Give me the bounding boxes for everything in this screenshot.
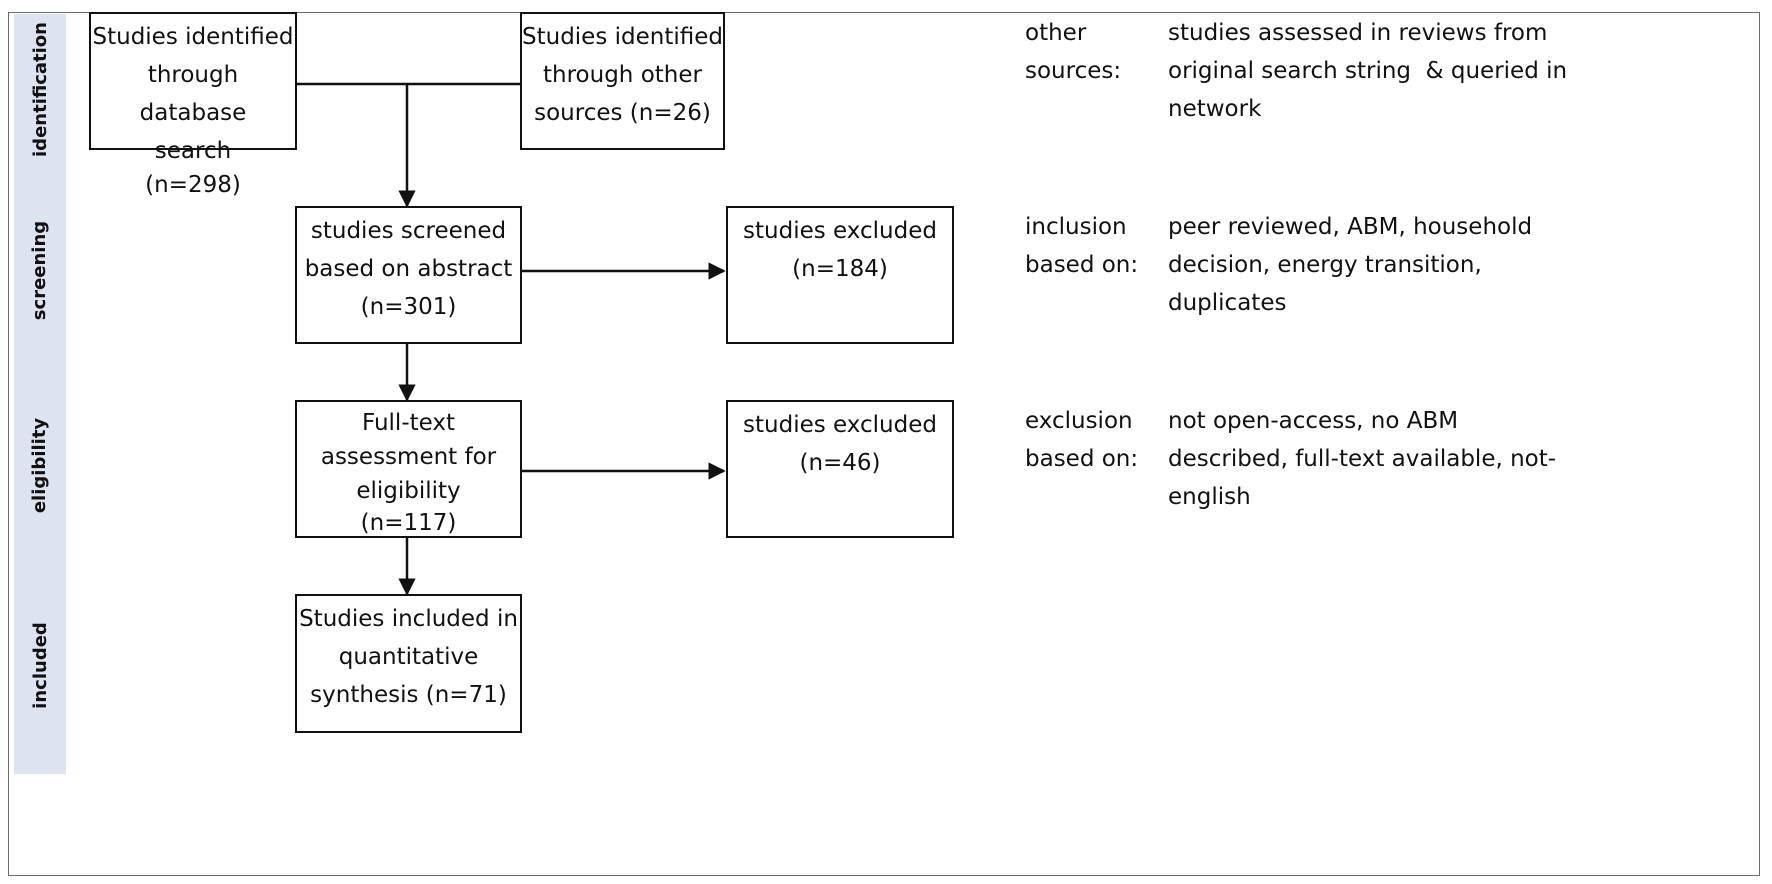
note-label-line: exclusion [1025, 408, 1133, 434]
box-line: studies screened [310, 218, 507, 244]
box-screened: studies screened based on abstract (n=30… [295, 206, 522, 344]
box-line: (n=301) [360, 294, 457, 320]
box-line: search [154, 138, 232, 164]
box-line: studies excluded [743, 412, 937, 438]
note-other-sources-text: studies assessed in reviews from origina… [1168, 14, 1758, 128]
box-line: Studies identified [522, 24, 723, 50]
box-line: quantitative [338, 644, 479, 670]
diagram-frame [8, 12, 1760, 876]
box-excluded-screening: studies excluded (n=184) [726, 206, 954, 344]
note-inclusion-label: inclusion based on: [1025, 208, 1155, 284]
note-text-line: original search string & queried in [1168, 58, 1568, 84]
box-line: studies excluded [743, 218, 937, 244]
note-text-line: decision, energy transition, [1168, 252, 1482, 278]
note-text-line: not open-access, no ABM [1168, 408, 1459, 434]
box-excluded-eligibility: studies excluded (n=46) [726, 400, 954, 538]
box-included: Studies included in quantitative synthes… [295, 594, 522, 733]
box-line: through other [543, 62, 702, 88]
note-text-line: peer reviewed, ABM, household [1168, 214, 1533, 240]
box-line: assessment for [320, 444, 497, 470]
box-line: (n=46) [799, 450, 881, 476]
note-label-line: inclusion [1025, 214, 1127, 240]
note-text-line: described, full-text available, not- [1168, 446, 1557, 472]
box-line: sources (n=26) [534, 100, 711, 126]
note-text-line: network [1168, 96, 1262, 122]
box-line: (n=298) [145, 172, 241, 198]
note-exclusion-text: not open-access, no ABM described, full-… [1168, 402, 1758, 516]
box-database-search: Studies identified through database sear… [89, 12, 297, 198]
box-line: Studies identified [92, 24, 294, 50]
box-line: through database [139, 62, 247, 126]
box-line: (n=117) [360, 510, 457, 536]
note-label-line: sources: [1025, 58, 1122, 84]
note-other-sources-label: other sources: [1025, 14, 1155, 90]
box-line: based on abstract [304, 256, 513, 282]
box-full-text: Full-text assessment for eligibility (n=… [295, 400, 522, 538]
box-line: (n=184) [792, 256, 888, 282]
box-line: eligibility [356, 478, 461, 504]
stage-sidebar [14, 14, 66, 774]
note-text-line: duplicates [1168, 290, 1287, 316]
box-other-sources: Studies identified through other sources… [520, 12, 725, 150]
box-line: Full-text [361, 410, 456, 436]
note-exclusion-label: exclusion based on: [1025, 402, 1155, 478]
box-line: Studies included in [299, 606, 518, 632]
box-line: synthesis (n=71) [310, 682, 507, 708]
note-inclusion-text: peer reviewed, ABM, household decision, … [1168, 208, 1758, 322]
note-label-line: other [1025, 20, 1087, 46]
note-text-line: studies assessed in reviews from [1168, 20, 1548, 46]
note-text-line: english [1168, 484, 1251, 510]
note-label-line: based on: [1025, 252, 1139, 278]
note-label-line: based on: [1025, 446, 1139, 472]
